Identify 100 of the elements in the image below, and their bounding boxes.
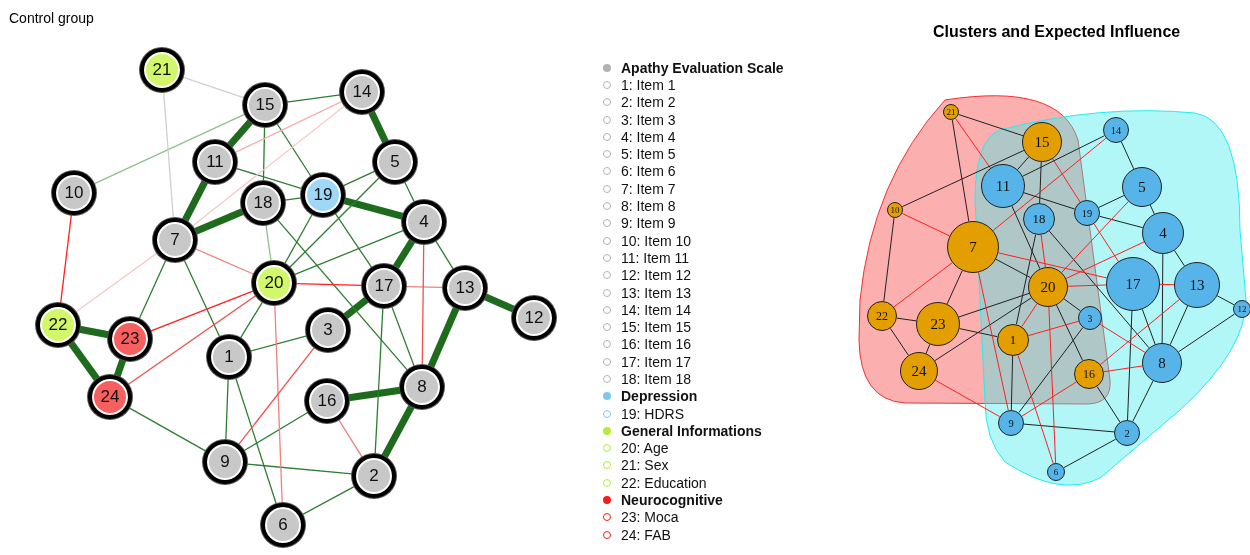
node-label: 7	[170, 230, 180, 250]
network-edge	[381, 404, 415, 459]
network-node	[1142, 212, 1184, 254]
network-edge	[935, 379, 1001, 418]
network-edge	[1011, 205, 1041, 270]
network-node	[997, 324, 1029, 356]
network-edge	[342, 170, 376, 187]
network-node	[1074, 200, 1100, 226]
network-node	[140, 48, 184, 92]
network-edge	[992, 137, 1107, 232]
network-edge	[262, 126, 266, 182]
network-edge	[1132, 380, 1154, 422]
network-edge	[427, 306, 460, 369]
node-label: 21	[152, 60, 172, 80]
network-edge	[194, 248, 255, 275]
network-edge	[1048, 306, 1057, 464]
network-node	[1028, 267, 1068, 307]
network-edge	[1023, 423, 1115, 433]
legend-text: 24: FAB	[621, 526, 671, 543]
network-node	[301, 173, 345, 217]
node-label: 1	[1009, 332, 1017, 348]
network-edge	[1048, 230, 1150, 349]
network-edge	[1018, 327, 1084, 414]
node-label: 24	[911, 362, 927, 380]
network-node	[108, 317, 152, 361]
network-node	[1142, 343, 1182, 383]
node-label: 23	[930, 315, 946, 333]
network-edge	[959, 328, 998, 338]
network-edge	[997, 252, 1108, 279]
network-edge	[237, 346, 316, 446]
legend-text: 12: Item 12	[621, 267, 692, 284]
network-edge	[1141, 308, 1156, 345]
legend-text: 13: Item 13	[621, 284, 692, 301]
network-edge	[1098, 195, 1125, 208]
network-edge	[163, 91, 174, 219]
network-edge	[1063, 438, 1117, 469]
node-label: 3	[1087, 312, 1093, 324]
network-edge	[338, 419, 363, 458]
node-label: 5	[390, 152, 400, 172]
network-edge	[403, 181, 416, 203]
network-node	[203, 440, 247, 484]
network-edge	[934, 297, 1032, 362]
network-edge	[301, 485, 356, 516]
node-label: 6	[1053, 467, 1059, 477]
network-edge	[1161, 253, 1164, 344]
network-node	[88, 375, 132, 419]
legend-text: 2: Item 2	[621, 94, 676, 111]
network-edge	[181, 180, 209, 222]
legend-text: Apathy Evaluation Scale	[621, 59, 784, 76]
network-node	[402, 200, 446, 244]
network-edge	[946, 270, 963, 305]
network-edge	[1127, 310, 1133, 421]
legend-text: 23: Moca	[621, 509, 679, 526]
network-node	[207, 335, 251, 379]
network-edge	[182, 76, 245, 99]
network-edge	[348, 386, 401, 402]
network-edge	[239, 301, 264, 339]
network-edge	[1099, 215, 1144, 229]
node-label: 8	[417, 377, 427, 397]
node-label: 2	[1124, 427, 1130, 439]
node-label: 18	[1032, 211, 1046, 227]
network-node	[947, 221, 999, 273]
node-label: 12	[1237, 304, 1247, 314]
network-edge	[138, 259, 167, 320]
network-node	[1233, 300, 1250, 318]
legend-text: 17: Item 17	[621, 353, 692, 370]
network-node	[352, 454, 396, 498]
legend-text: 14: Item 14	[621, 301, 692, 318]
network-edge	[193, 208, 245, 235]
network-edge	[234, 100, 343, 154]
network-edge	[1022, 135, 1105, 177]
network-edge	[1017, 156, 1030, 171]
node-label: 13	[1189, 276, 1205, 294]
network-node	[981, 164, 1025, 208]
network-node	[916, 302, 960, 346]
network-edge	[1010, 355, 1014, 411]
node-label: 9	[1008, 417, 1014, 429]
network-edge	[284, 213, 313, 265]
network-node	[1022, 122, 1062, 162]
network-node	[998, 410, 1024, 436]
network-node	[1047, 463, 1065, 481]
network-node	[241, 181, 285, 225]
network-edge	[343, 197, 404, 220]
legend-text: 6: Item 6	[621, 163, 676, 180]
node-label: 19	[1081, 207, 1093, 219]
node-label: 16	[317, 391, 337, 411]
node-label: 12	[524, 308, 544, 328]
node-label: 3	[323, 320, 333, 340]
network-edge	[1178, 313, 1236, 353]
network-edge	[1067, 284, 1107, 287]
network-edge	[1169, 305, 1189, 346]
network-edge	[246, 463, 353, 475]
network-edge	[1027, 320, 1079, 337]
network-edge	[893, 262, 953, 308]
network-edge	[288, 176, 381, 269]
legend-text: 20: Age	[621, 440, 669, 457]
network-node	[867, 301, 897, 331]
network-edge	[293, 229, 405, 276]
network-edge	[127, 294, 257, 386]
node-label: 17	[374, 276, 394, 296]
